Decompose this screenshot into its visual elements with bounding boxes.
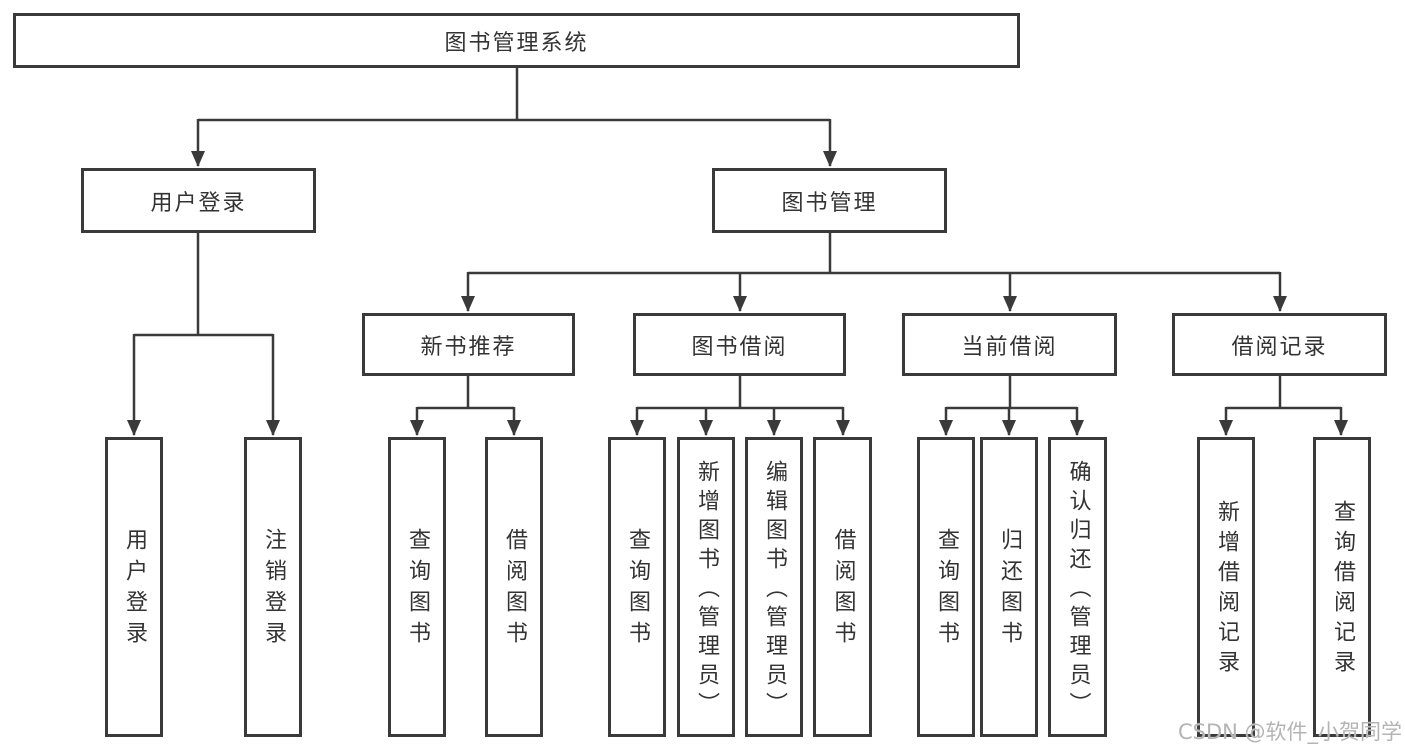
leaf-return-book: 归还图书	[980, 437, 1038, 737]
node-label: 借阅图书	[830, 528, 856, 652]
leaf-user-login: 用户登录	[105, 437, 163, 737]
leaf-borrow-book: 借阅图书	[813, 437, 872, 737]
node-label: 查询图书	[934, 528, 959, 652]
node-label: 当前借阅	[961, 334, 1058, 360]
leaf-add-borrow-record: 新增借阅记录	[1197, 437, 1255, 737]
node-label: 用户登录	[122, 528, 147, 652]
node-label: 确认归还（管理员）	[1065, 459, 1091, 721]
node-label: 查询图书	[405, 528, 430, 652]
node-label: 图书管理	[781, 190, 878, 216]
node-label: 新书推荐	[420, 334, 517, 360]
node-label: 归还图书	[997, 528, 1022, 652]
leaf-confirm-return-admin: 确认归还（管理员）	[1048, 437, 1107, 737]
node-book-borrow: 图书借阅	[633, 313, 846, 376]
leaf-query-book-borrow: 查询图书	[608, 437, 666, 737]
node-label: 借阅记录	[1231, 334, 1328, 360]
node-label: 新增图书（管理员）	[694, 459, 719, 721]
node-label: 借阅图书	[502, 528, 527, 652]
csdn-watermark: CSDN @软件_小贺同学	[1178, 720, 1403, 744]
leaf-borrow-book-recommend: 借阅图书	[485, 437, 543, 737]
node-label: 查询图书	[625, 528, 650, 652]
node-user-login: 用户登录	[81, 168, 316, 233]
leaf-logout: 注销登录	[244, 437, 302, 737]
leaf-query-book-current: 查询图书	[917, 437, 975, 737]
node-label: 图书管理系统	[444, 30, 589, 56]
node-label: 查询借阅记录	[1330, 500, 1355, 680]
leaf-add-book-admin: 新增图书（管理员）	[677, 437, 735, 737]
node-borrow-record: 借阅记录	[1172, 313, 1387, 376]
leaf-query-book-recommend: 查询图书	[388, 437, 446, 737]
node-root-system: 图书管理系统	[13, 13, 1020, 68]
node-label: 新增借阅记录	[1214, 500, 1239, 680]
leaf-edit-book-admin: 编辑图书（管理员）	[745, 437, 803, 737]
node-book-management: 图书管理	[712, 168, 947, 233]
leaf-query-borrow-record: 查询借阅记录	[1313, 437, 1371, 737]
node-current-borrow: 当前借阅	[902, 313, 1117, 376]
node-label: 注销登录	[261, 528, 286, 652]
node-new-book-recommend: 新书推荐	[362, 313, 575, 376]
node-label: 编辑图书（管理员）	[762, 459, 787, 721]
node-label: 图书借阅	[691, 334, 788, 360]
node-label: 用户登录	[150, 190, 247, 216]
